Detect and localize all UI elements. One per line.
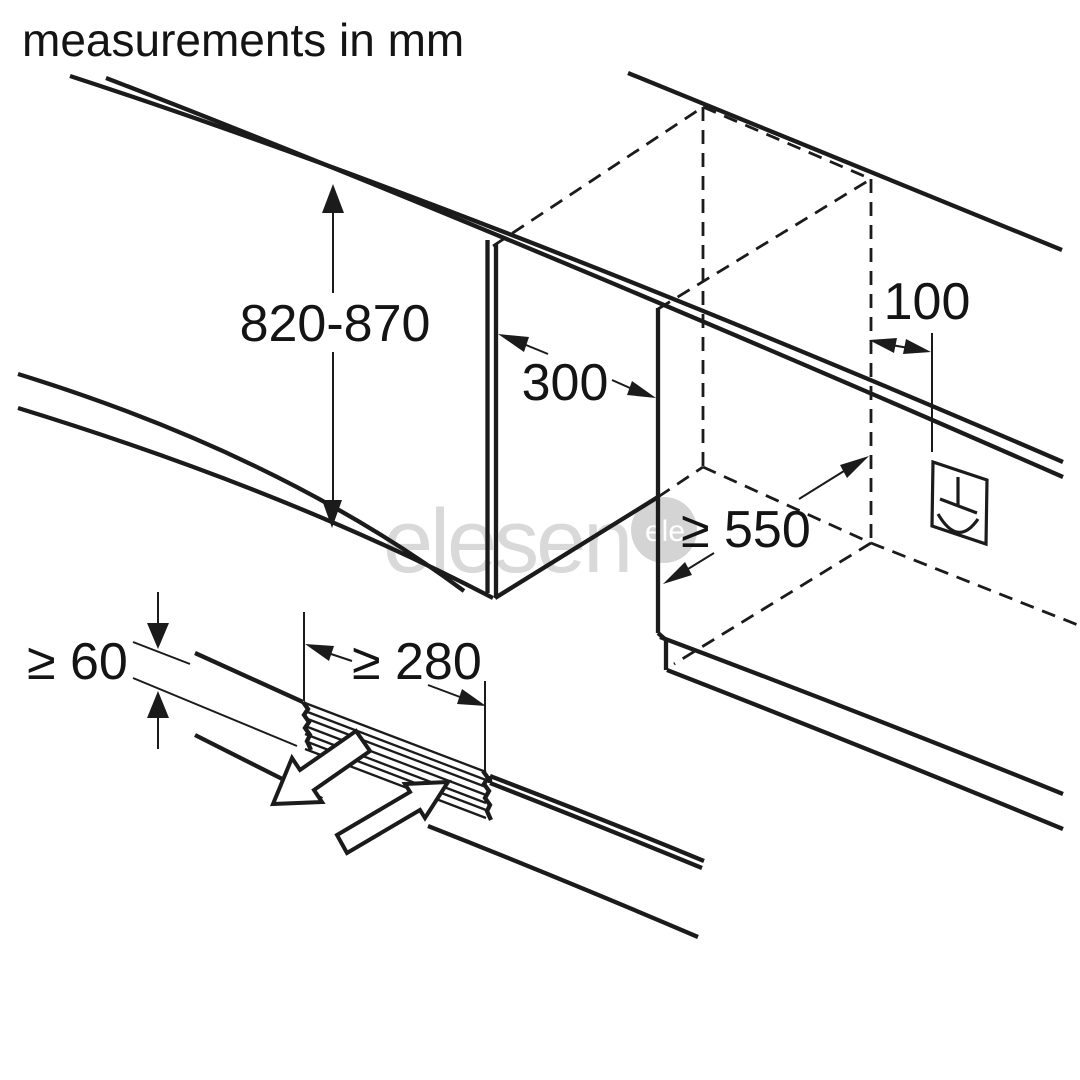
- arrow-up: [147, 691, 169, 718]
- watermark-badge-text: ele: [645, 515, 685, 548]
- hidden-floor-wall-edge: [870, 541, 1079, 627]
- dimension-niche-width: 300: [498, 334, 656, 412]
- worktop-front-bottom-line: [105, 75, 1064, 479]
- plinth-bottom-back-edge: [132, 677, 298, 747]
- plinth-top-back-edge: [132, 641, 191, 665]
- worktop-edge: [69, 73, 1064, 479]
- plinth-right-top-edge: [489, 773, 705, 863]
- left-cabinet: [17, 240, 660, 600]
- grille-slat: [304, 716, 487, 789]
- plinth-right-top-inner-edge: [489, 780, 703, 870]
- arrow-right: [627, 381, 656, 398]
- plinth-top-front-edge: [194, 651, 304, 704]
- plinth-cut-right: [481, 769, 493, 821]
- leader-line: [330, 653, 353, 662]
- leader-line: [798, 470, 845, 500]
- niche-width-label: 300: [522, 354, 609, 412]
- page-title: measurements in mm: [22, 14, 464, 66]
- socket-bar: [939, 497, 978, 515]
- niche-depth-label: ≥ 550: [681, 501, 811, 559]
- socket-arc: [936, 513, 980, 534]
- plinth-vent-detail: [132, 641, 705, 939]
- niche-bottom-right-hidden: [673, 541, 872, 666]
- floor-top-line: [17, 371, 466, 593]
- arrow-right: [903, 339, 931, 354]
- dimension-vent-width: ≥ 280: [303, 612, 486, 771]
- socket-offset-label: 100: [884, 273, 971, 331]
- right-plinth-top-line: [659, 634, 1064, 796]
- arrow-left: [498, 334, 529, 352]
- plinth-cut-left: [301, 700, 313, 751]
- niche-bottom-back-edge: [702, 465, 872, 545]
- right-plinth-bottom-line: [666, 667, 1064, 831]
- arrow-left: [305, 644, 334, 661]
- plinth-height-label: ≥ 60: [27, 633, 128, 691]
- plinth-bottom-front-edge-right: [427, 823, 699, 939]
- worktop-front-top-line: [69, 73, 1064, 464]
- watermark-text: elesen: [383, 492, 630, 592]
- right-cabinet: [655, 308, 1064, 831]
- watermark-badge-circle: [631, 497, 697, 563]
- niche-height-label: 820-870: [240, 295, 431, 353]
- arrow-down: [322, 500, 342, 528]
- air-in-arrow: [334, 779, 452, 856]
- dimension-niche-depth: ≥ 550: [663, 456, 869, 584]
- watermark: elesen ele: [383, 492, 697, 592]
- floor-bottom-line: [17, 405, 494, 600]
- arrow-left: [869, 338, 897, 353]
- arrow-up-right: [840, 456, 869, 478]
- arrow-right: [457, 689, 486, 706]
- arrow-down: [147, 623, 169, 649]
- niche-top-left-edge: [492, 105, 704, 248]
- leader-line: [687, 552, 715, 570]
- power-socket-icon: [930, 459, 989, 547]
- dimension-niche-height: 820-870: [240, 184, 431, 528]
- niche-bottom-left-hidden: [657, 465, 704, 499]
- dimension-socket-offset: 100: [869, 273, 970, 452]
- leader-line: [525, 344, 549, 355]
- arrow-up: [322, 184, 344, 213]
- grille-slat: [304, 709, 487, 782]
- socket-frame: [930, 459, 989, 547]
- wall-top-edge: [627, 71, 1063, 252]
- dimension-plinth-height: ≥ 60: [27, 592, 169, 749]
- niche-hidden-outline: [492, 105, 1079, 666]
- niche-top-back-edge: [702, 105, 872, 181]
- air-out-arrow: [269, 728, 373, 807]
- arrow-down-left: [663, 562, 692, 584]
- niche-top-right-edge: [657, 177, 872, 311]
- leader-line: [611, 379, 631, 389]
- grille-slat: [304, 724, 487, 797]
- vent-width-label: ≥ 280: [352, 633, 482, 691]
- niche-floor-edge: [493, 495, 660, 600]
- grille-slat: [304, 701, 487, 774]
- leader-line: [427, 684, 461, 698]
